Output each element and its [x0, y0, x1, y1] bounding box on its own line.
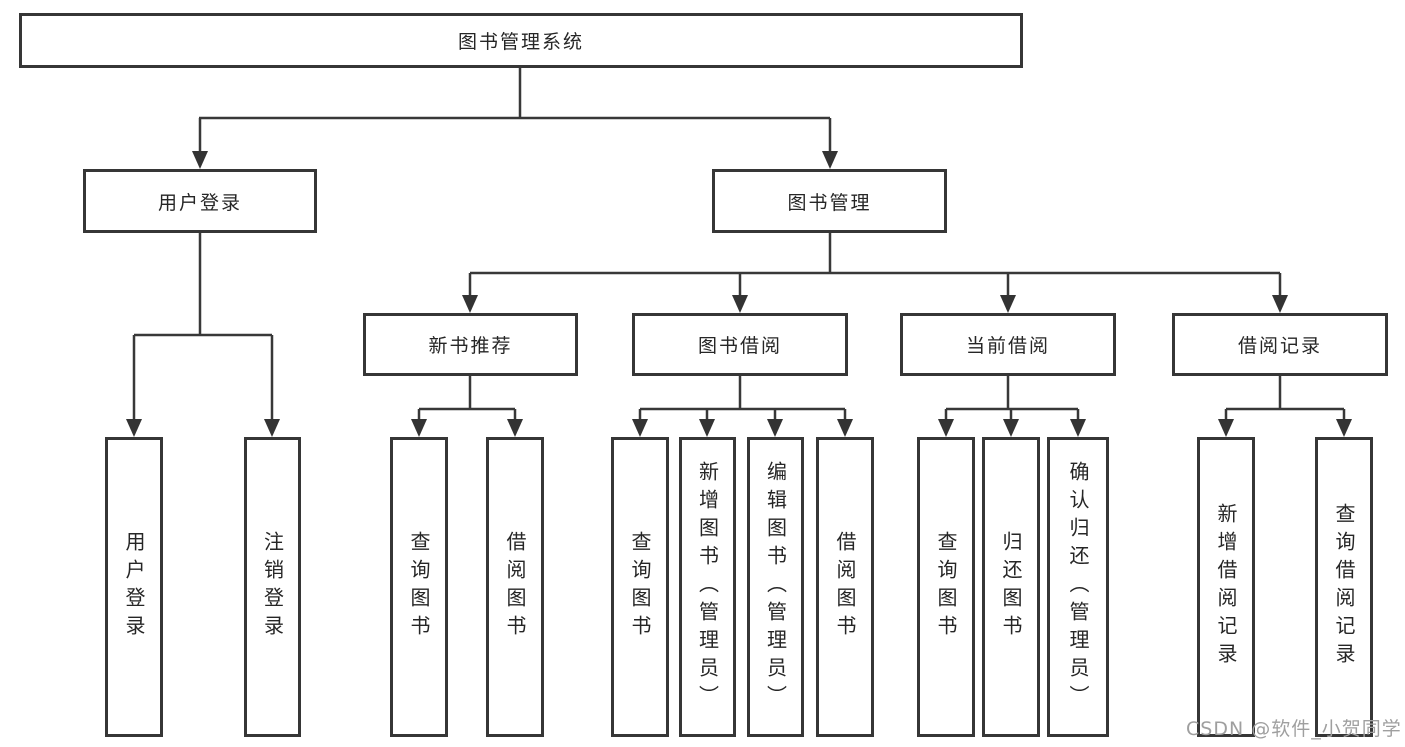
- node-new-book-recommend: 新书推荐: [363, 313, 578, 376]
- arrow-icon: [837, 419, 853, 437]
- node-user-login: 用户登录: [83, 169, 317, 233]
- arrowhead-icons: [126, 151, 1352, 437]
- tree-edges: [132, 68, 1346, 421]
- node-book-management: 图书管理: [712, 169, 947, 233]
- node-leaf-add-book-admin: 新增图书（管理员）: [679, 437, 736, 737]
- arrow-icon: [938, 419, 954, 437]
- node-current-borrow: 当前借阅: [900, 313, 1116, 376]
- arrow-icon: [192, 151, 208, 169]
- arrow-icon: [264, 419, 280, 437]
- node-borrow-records: 借阅记录: [1172, 313, 1388, 376]
- node-leaf-query-books-recommend: 查询图书: [390, 437, 448, 737]
- node-leaf-return-books: 归还图书: [982, 437, 1040, 737]
- node-leaf-logout: 注销登录: [244, 437, 301, 737]
- arrow-icon: [632, 419, 648, 437]
- arrow-icon: [462, 295, 478, 313]
- node-leaf-borrow-books: 借阅图书: [816, 437, 874, 737]
- arrow-icon: [1070, 419, 1086, 437]
- node-book-borrow: 图书借阅: [632, 313, 848, 376]
- arrow-icon: [699, 419, 715, 437]
- arrow-icon: [1218, 419, 1234, 437]
- node-root-system: 图书管理系统: [19, 13, 1023, 68]
- arrow-icon: [126, 419, 142, 437]
- arrow-icon: [411, 419, 427, 437]
- arrow-icon: [732, 295, 748, 313]
- arrow-icon: [507, 419, 523, 437]
- arrow-icon: [1336, 419, 1352, 437]
- node-leaf-query-borrow-record: 查询借阅记录: [1315, 437, 1373, 737]
- node-leaf-query-books-borrow: 查询图书: [611, 437, 669, 737]
- node-leaf-user-login: 用户登录: [105, 437, 163, 737]
- node-leaf-add-borrow-record: 新增借阅记录: [1197, 437, 1255, 737]
- node-leaf-borrow-books-recommend: 借阅图书: [486, 437, 544, 737]
- node-leaf-confirm-return-admin: 确认归还（管理员）: [1047, 437, 1109, 737]
- arrow-icon: [1272, 295, 1288, 313]
- arrow-icon: [1003, 419, 1019, 437]
- arrow-icon: [822, 151, 838, 169]
- arrow-icon: [1000, 295, 1016, 313]
- node-leaf-query-books-current: 查询图书: [917, 437, 975, 737]
- node-leaf-edit-book-admin: 编辑图书（管理员）: [747, 437, 804, 737]
- arrow-icon: [767, 419, 783, 437]
- csdn-watermark: CSDN @软件_小贺同学: [1186, 718, 1402, 740]
